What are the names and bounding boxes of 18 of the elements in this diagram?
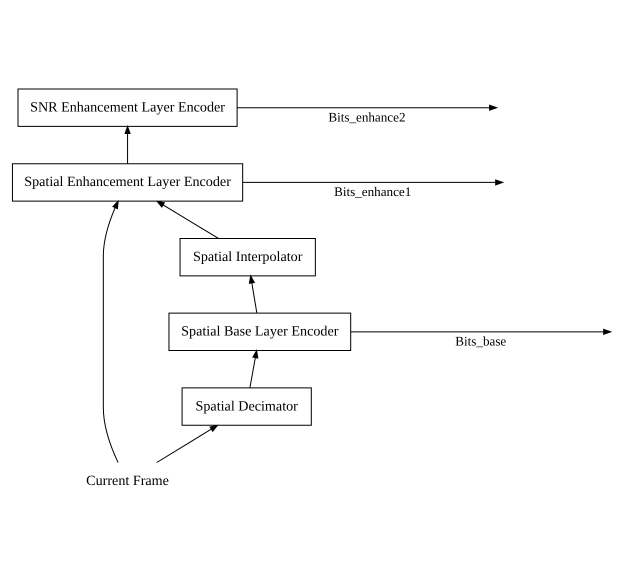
- edge-label: Bits_base: [455, 332, 506, 348]
- edge-label: Bits_enhance1: [334, 183, 412, 198]
- arrow: [248, 274, 258, 312]
- arrow: [249, 348, 258, 388]
- node-text: Current Frame: [86, 472, 169, 489]
- arrow: [156, 424, 219, 462]
- edge-label: Bits_enhance2: [328, 108, 406, 124]
- node-box: Spatial Interpolator: [180, 237, 316, 276]
- arrow: [124, 124, 131, 163]
- arrow: [102, 199, 119, 462]
- node-box: Spatial Decimator: [182, 386, 312, 426]
- arrow: [242, 178, 504, 186]
- arrow: [156, 200, 219, 238]
- arrow: [350, 328, 612, 335]
- node-box: SNR Enhancement Layer Encoder: [18, 88, 238, 126]
- node-box: Spatial Enhancement Layer Encoder: [12, 162, 244, 202]
- node-box: Spatial Base Layer Encoder: [168, 312, 352, 351]
- arrow: [237, 104, 498, 110]
